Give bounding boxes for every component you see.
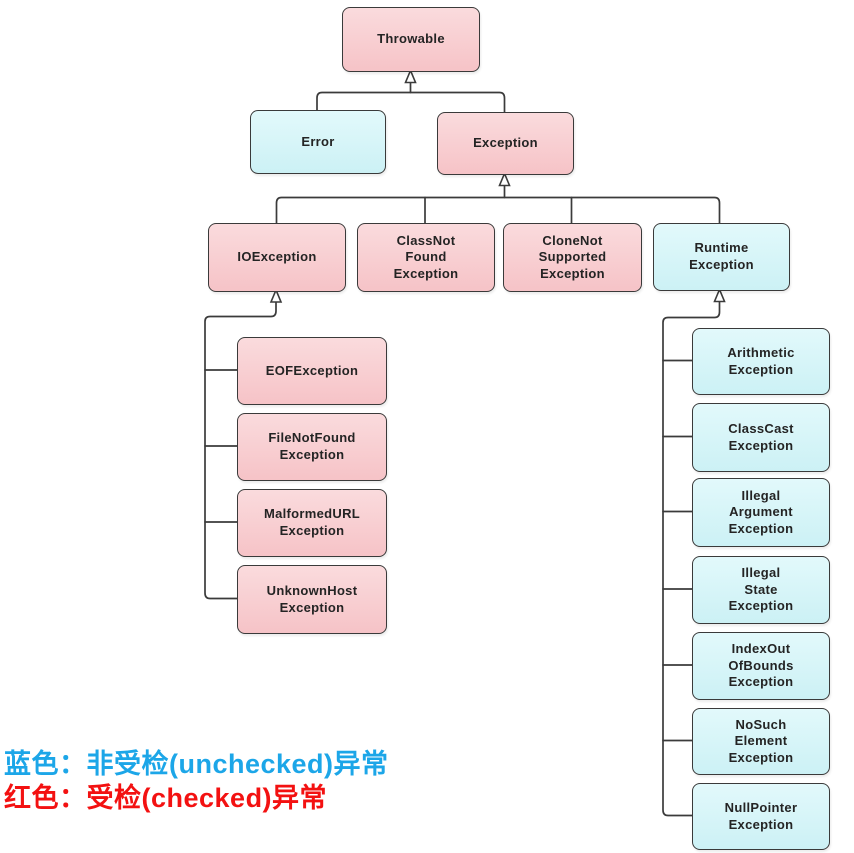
legend-unchecked-label: 蓝色：非受检(unchecked)异常: [4, 749, 389, 779]
node-filenotfoundexception: FileNotFound Exception: [237, 413, 387, 481]
node-clonenotsupportedexception: CloneNot Supported Exception: [503, 223, 642, 292]
node-nosuchelementexception: NoSuch Element Exception: [692, 708, 830, 775]
node-classcastexception: ClassCast Exception: [692, 403, 830, 472]
node-unknownhostexception: UnknownHost Exception: [237, 565, 387, 634]
node-runtimeexception: Runtime Exception: [653, 223, 790, 291]
node-illegalargumentexception: Illegal Argument Exception: [692, 478, 830, 547]
arrow-up-icon: [713, 287, 726, 303]
connector-runtime-trunk: [662, 300, 721, 817]
legend: 蓝色：非受检(unchecked)异常 红色：受检(checked)异常: [4, 747, 389, 815]
node-ioexception: IOException: [208, 223, 346, 292]
arrow-up-icon: [269, 287, 283, 303]
node-nullpointerexception: NullPointer Exception: [692, 783, 830, 850]
legend-checked-label: 红色：受检(checked)异常: [4, 783, 328, 813]
node-arithmeticexception: Arithmetic Exception: [692, 328, 830, 395]
node-malformedurlexception: MalformedURL Exception: [237, 489, 387, 557]
connector-ioexception-trunk: [204, 301, 277, 600]
arrow-up-icon: [404, 68, 417, 84]
node-error: Error: [250, 110, 386, 174]
connector-exception-children: [275, 196, 721, 225]
node-indexoutofboundsexception: IndexOut OfBounds Exception: [692, 632, 830, 700]
arrow-up-icon: [498, 171, 511, 187]
node-exception: Exception: [437, 112, 574, 175]
node-illegalstateexception: Illegal State Exception: [692, 556, 830, 624]
node-classnotfoundexception: ClassNot Found Exception: [357, 223, 495, 292]
node-eofexception: EOFException: [237, 337, 387, 405]
node-throwable: Throwable: [342, 7, 480, 72]
